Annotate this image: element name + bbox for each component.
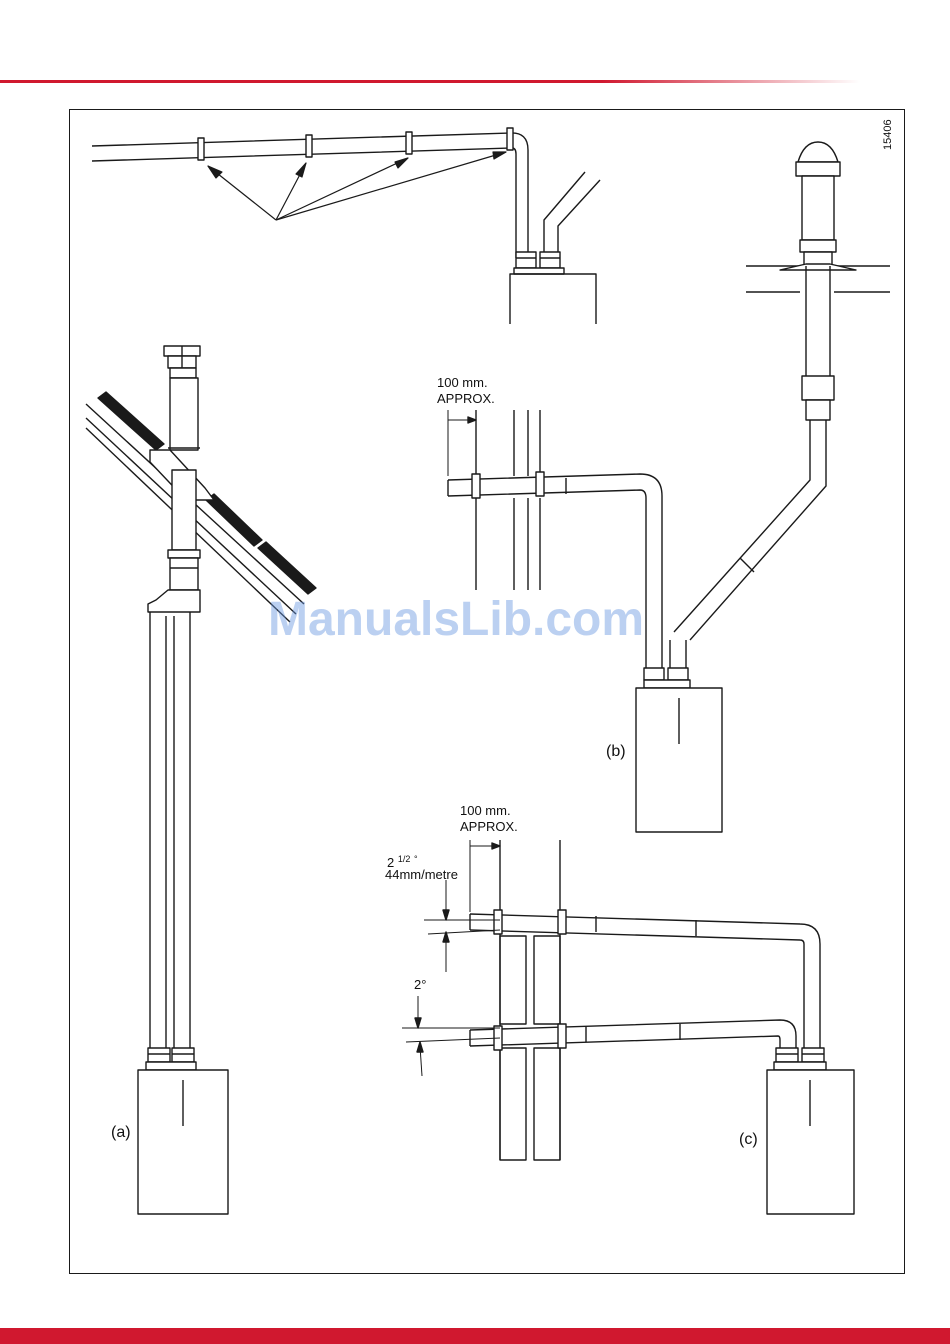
pipe-clip	[507, 128, 513, 150]
panel-c-slope-lower: 2°	[414, 978, 426, 992]
panel-c-clearance-line1: 100 mm.	[460, 804, 511, 818]
panel-b-clearance-line1: 100 mm.	[437, 376, 488, 390]
panel-b-label: (b)	[606, 745, 626, 759]
panel-c-flue	[402, 840, 854, 1214]
support-pointer-arrows	[208, 152, 506, 220]
panel-c-clearance-line2: APPROX.	[460, 820, 518, 834]
panel-c-slope-upper-rate: 44mm/metre	[385, 868, 458, 882]
panel-a-roof-flue	[86, 346, 316, 1214]
panel-b-clearance-line2: APPROX.	[437, 392, 495, 406]
panel-a-label: (a)	[111, 1126, 131, 1140]
watermark: ManualsLib.com	[268, 592, 644, 647]
panel-c-label: (c)	[739, 1133, 758, 1147]
pipe-clip	[198, 138, 204, 160]
pipe-clip	[406, 132, 412, 154]
figure-number: 15406	[882, 119, 894, 150]
pipe-clip	[306, 135, 312, 157]
footer-bar	[0, 1328, 950, 1344]
panel-b-flue	[448, 142, 890, 832]
top-horizontal-run	[92, 128, 600, 324]
slope-upper-unit: °	[414, 854, 418, 864]
slope-upper-frac: 1/2	[398, 854, 411, 864]
